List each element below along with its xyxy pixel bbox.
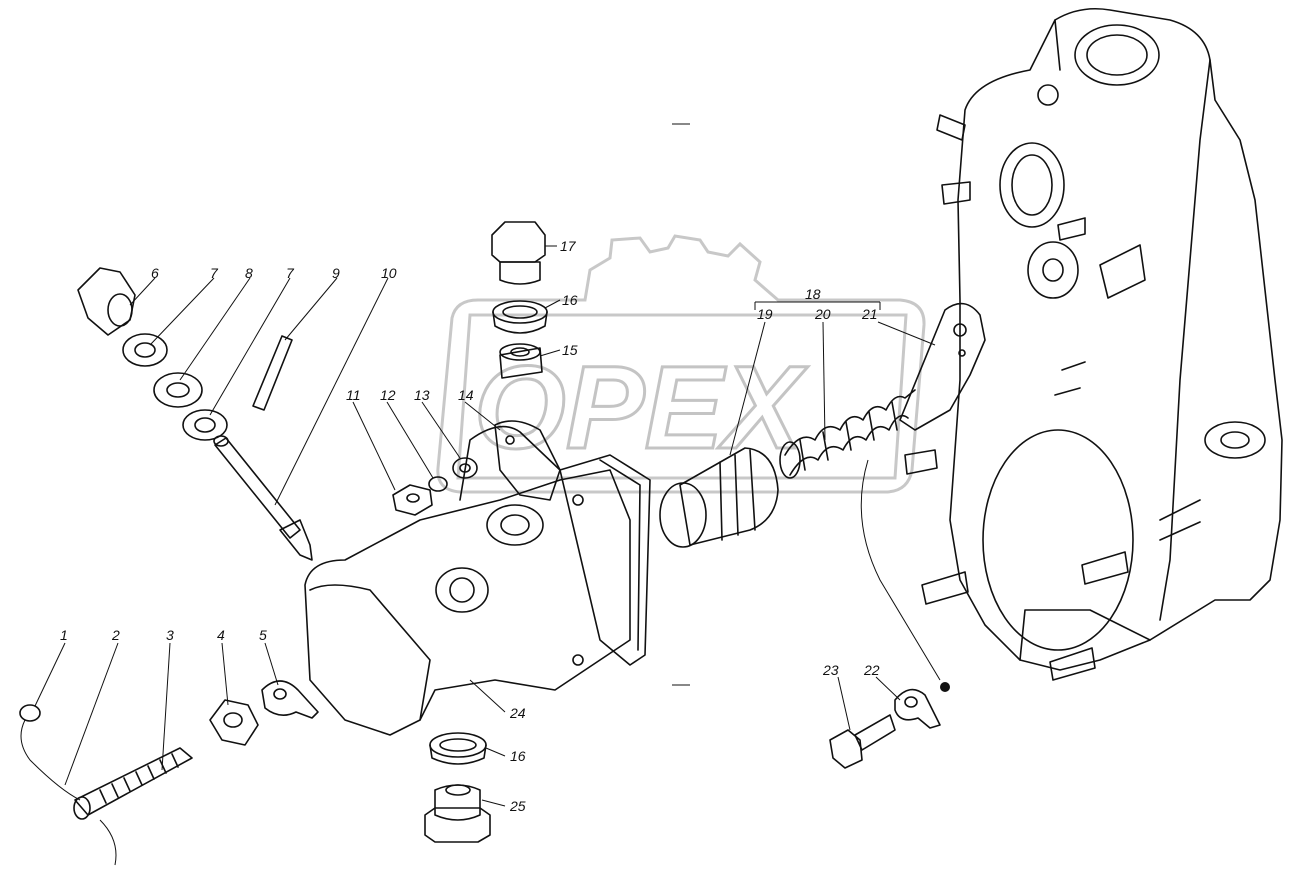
valve-body-24 [304, 425, 651, 736]
sealing-ring-16a [492, 300, 548, 334]
callout-labels: 1 2 3 4 5 6 7 8 7 9 10 11 12 13 14 15 16… [60, 238, 880, 814]
safety-wire-2 [20, 719, 117, 866]
bearing-8 [153, 372, 203, 408]
nut-11 [392, 484, 433, 516]
callout-17: 17 [560, 238, 577, 254]
callout-11: 11 [346, 387, 361, 403]
leader-lines [34, 245, 936, 807]
adjusting-screw-3 [73, 747, 193, 820]
washer-7b [182, 409, 228, 441]
fitting-15 [499, 343, 543, 379]
cap-1 [19, 704, 41, 722]
callout-14: 14 [458, 387, 474, 403]
gearbox-housing [904, 7, 1283, 681]
callout-22: 22 [863, 662, 880, 678]
spring-20 [779, 389, 916, 479]
lever-plate-21 [899, 302, 986, 431]
callout-5: 5 [259, 627, 267, 643]
lock-washer-12 [428, 476, 448, 492]
watermark-text: ОРЕХ [474, 342, 808, 474]
callout-7b: 7 [286, 265, 295, 281]
callout-19: 19 [757, 306, 773, 322]
sealing-ring-16b [429, 732, 487, 765]
callout-23: 23 [822, 662, 839, 678]
callout-24: 24 [509, 705, 526, 721]
callout-15: 15 [562, 342, 578, 358]
union-25 [424, 784, 491, 843]
callout-10: 10 [381, 265, 397, 281]
washer-13 [452, 457, 478, 479]
callout-20: 20 [814, 306, 831, 322]
callout-12: 12 [380, 387, 396, 403]
callout-6: 6 [151, 265, 159, 281]
callout-8: 8 [245, 265, 253, 281]
callout-1: 1 [60, 627, 68, 643]
tab-washer-22 [894, 688, 941, 729]
piston-19 [659, 447, 779, 548]
callout-25: 25 [509, 798, 526, 814]
plug-17 [491, 221, 546, 285]
callout-9: 9 [332, 265, 340, 281]
registration-marks [672, 123, 690, 686]
dowel-dot [940, 682, 950, 692]
callout-16a: 16 [562, 292, 578, 308]
tab-washer-5 [261, 680, 319, 719]
callout-13: 13 [414, 387, 430, 403]
callout-21: 21 [861, 306, 878, 322]
assembly-line [860, 459, 941, 681]
watermark: ОРЕХ [436, 234, 926, 494]
callout-2: 2 [111, 627, 120, 643]
pin-9 [252, 335, 293, 411]
nut-4 [209, 699, 259, 746]
callout-7a: 7 [210, 265, 219, 281]
callout-4: 4 [217, 627, 225, 643]
callout-3: 3 [166, 627, 174, 643]
washer-7a [122, 333, 168, 367]
plug-6 [77, 267, 136, 336]
needle-valve-10 [213, 435, 313, 561]
bolt-23 [829, 714, 896, 769]
callout-18: 18 [805, 286, 821, 302]
callout-16b: 16 [510, 748, 526, 764]
gasket-14 [494, 420, 561, 501]
